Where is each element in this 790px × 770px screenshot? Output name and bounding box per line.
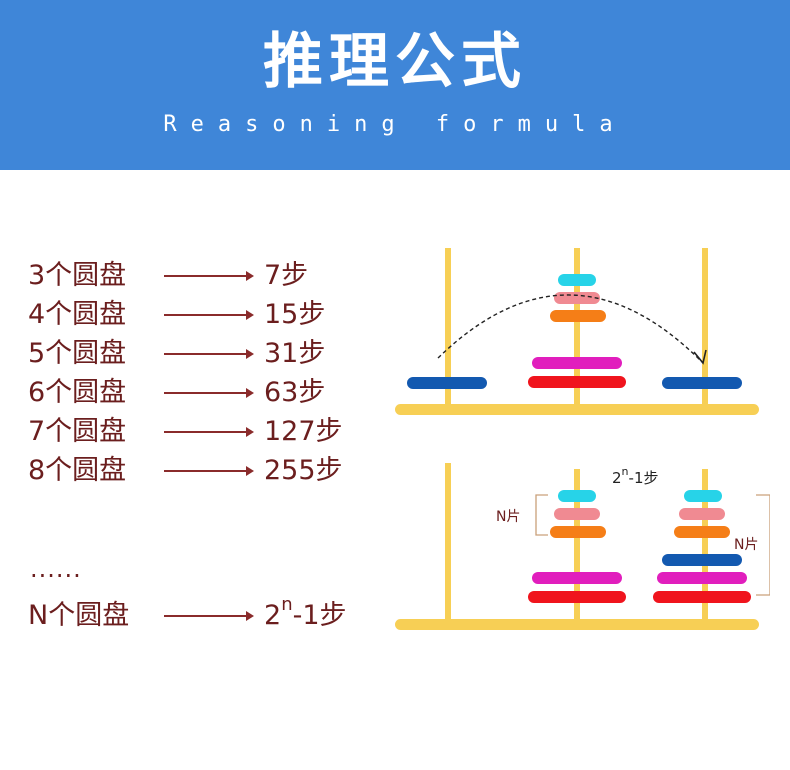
rule-steps: 127步	[264, 416, 343, 447]
rule-disks: 4个圆盘	[28, 299, 127, 330]
disk-red	[528, 591, 626, 603]
rule-steps: 63步	[264, 377, 326, 408]
bracket-right	[756, 494, 770, 596]
rule-disks: 8个圆盘	[28, 455, 127, 486]
label-n-left: N片	[496, 509, 520, 525]
rule-steps: 255步	[264, 455, 343, 486]
label-steps: 2n-1步	[612, 465, 659, 487]
page-subtitle: Reasoning formula	[163, 112, 627, 137]
hanoi-diagram-bottom: N片 N片 2n-1步	[395, 463, 770, 630]
disk-orange	[550, 310, 606, 322]
label-n-right: N片	[734, 537, 758, 553]
rule-disks: 3个圆盘	[28, 260, 127, 291]
peg	[574, 469, 580, 623]
disk-pink	[679, 508, 725, 520]
formula-exponent: n	[281, 594, 293, 615]
formula-rest: -1步	[292, 600, 347, 631]
arrow-icon	[164, 271, 254, 281]
arrow-icon	[164, 349, 254, 359]
header-banner: 推理公式 Reasoning formula	[0, 0, 790, 170]
disk-blue	[662, 377, 742, 389]
peg	[445, 463, 451, 623]
arrow-icon	[164, 388, 254, 398]
move-arrow	[437, 294, 703, 363]
rule-disks: 6个圆盘	[28, 377, 127, 408]
arrow-icon	[164, 427, 254, 437]
rule-disks: 7个圆盘	[28, 416, 127, 447]
peg	[574, 248, 580, 408]
label-steps-exp: n	[622, 465, 629, 478]
disk-red	[528, 376, 626, 388]
disk-red	[653, 591, 751, 603]
peg-base	[395, 404, 759, 415]
hanoi-diagram-top	[395, 248, 759, 415]
disk-magenta	[532, 572, 622, 584]
disk-blue	[407, 377, 487, 389]
peg	[702, 469, 708, 623]
ellipsis: ......	[30, 555, 82, 583]
arrow-icon	[164, 466, 254, 476]
rule-steps: 31步	[264, 338, 326, 369]
peg	[445, 248, 451, 408]
bracket-left	[535, 494, 548, 536]
disk-cyan	[684, 490, 722, 502]
rule-steps: 15步	[264, 299, 326, 330]
label-steps-base: 2	[612, 469, 622, 487]
peg-base	[395, 619, 759, 630]
rule-steps-formula: 2n-1步	[264, 594, 347, 638]
disk-magenta	[532, 357, 622, 369]
formula-base: 2	[264, 600, 282, 631]
disk-pink	[554, 508, 600, 520]
peg	[702, 248, 708, 408]
rule-steps: 7步	[264, 260, 309, 291]
disk-magenta	[657, 572, 747, 584]
disk-cyan	[558, 274, 596, 286]
arrow-head-icon	[693, 349, 707, 365]
arrow-icon	[164, 310, 254, 320]
page-title: 推理公式	[263, 27, 527, 97]
disk-orange	[674, 526, 730, 538]
disk-pink	[554, 292, 600, 304]
disk-cyan	[558, 490, 596, 502]
rule-disks: N个圆盘	[28, 600, 130, 631]
disk-orange	[550, 526, 606, 538]
label-steps-rest: -1步	[629, 469, 659, 487]
rule-disks: 5个圆盘	[28, 338, 127, 369]
disk-blue	[662, 554, 742, 566]
arrow-icon	[164, 611, 254, 621]
